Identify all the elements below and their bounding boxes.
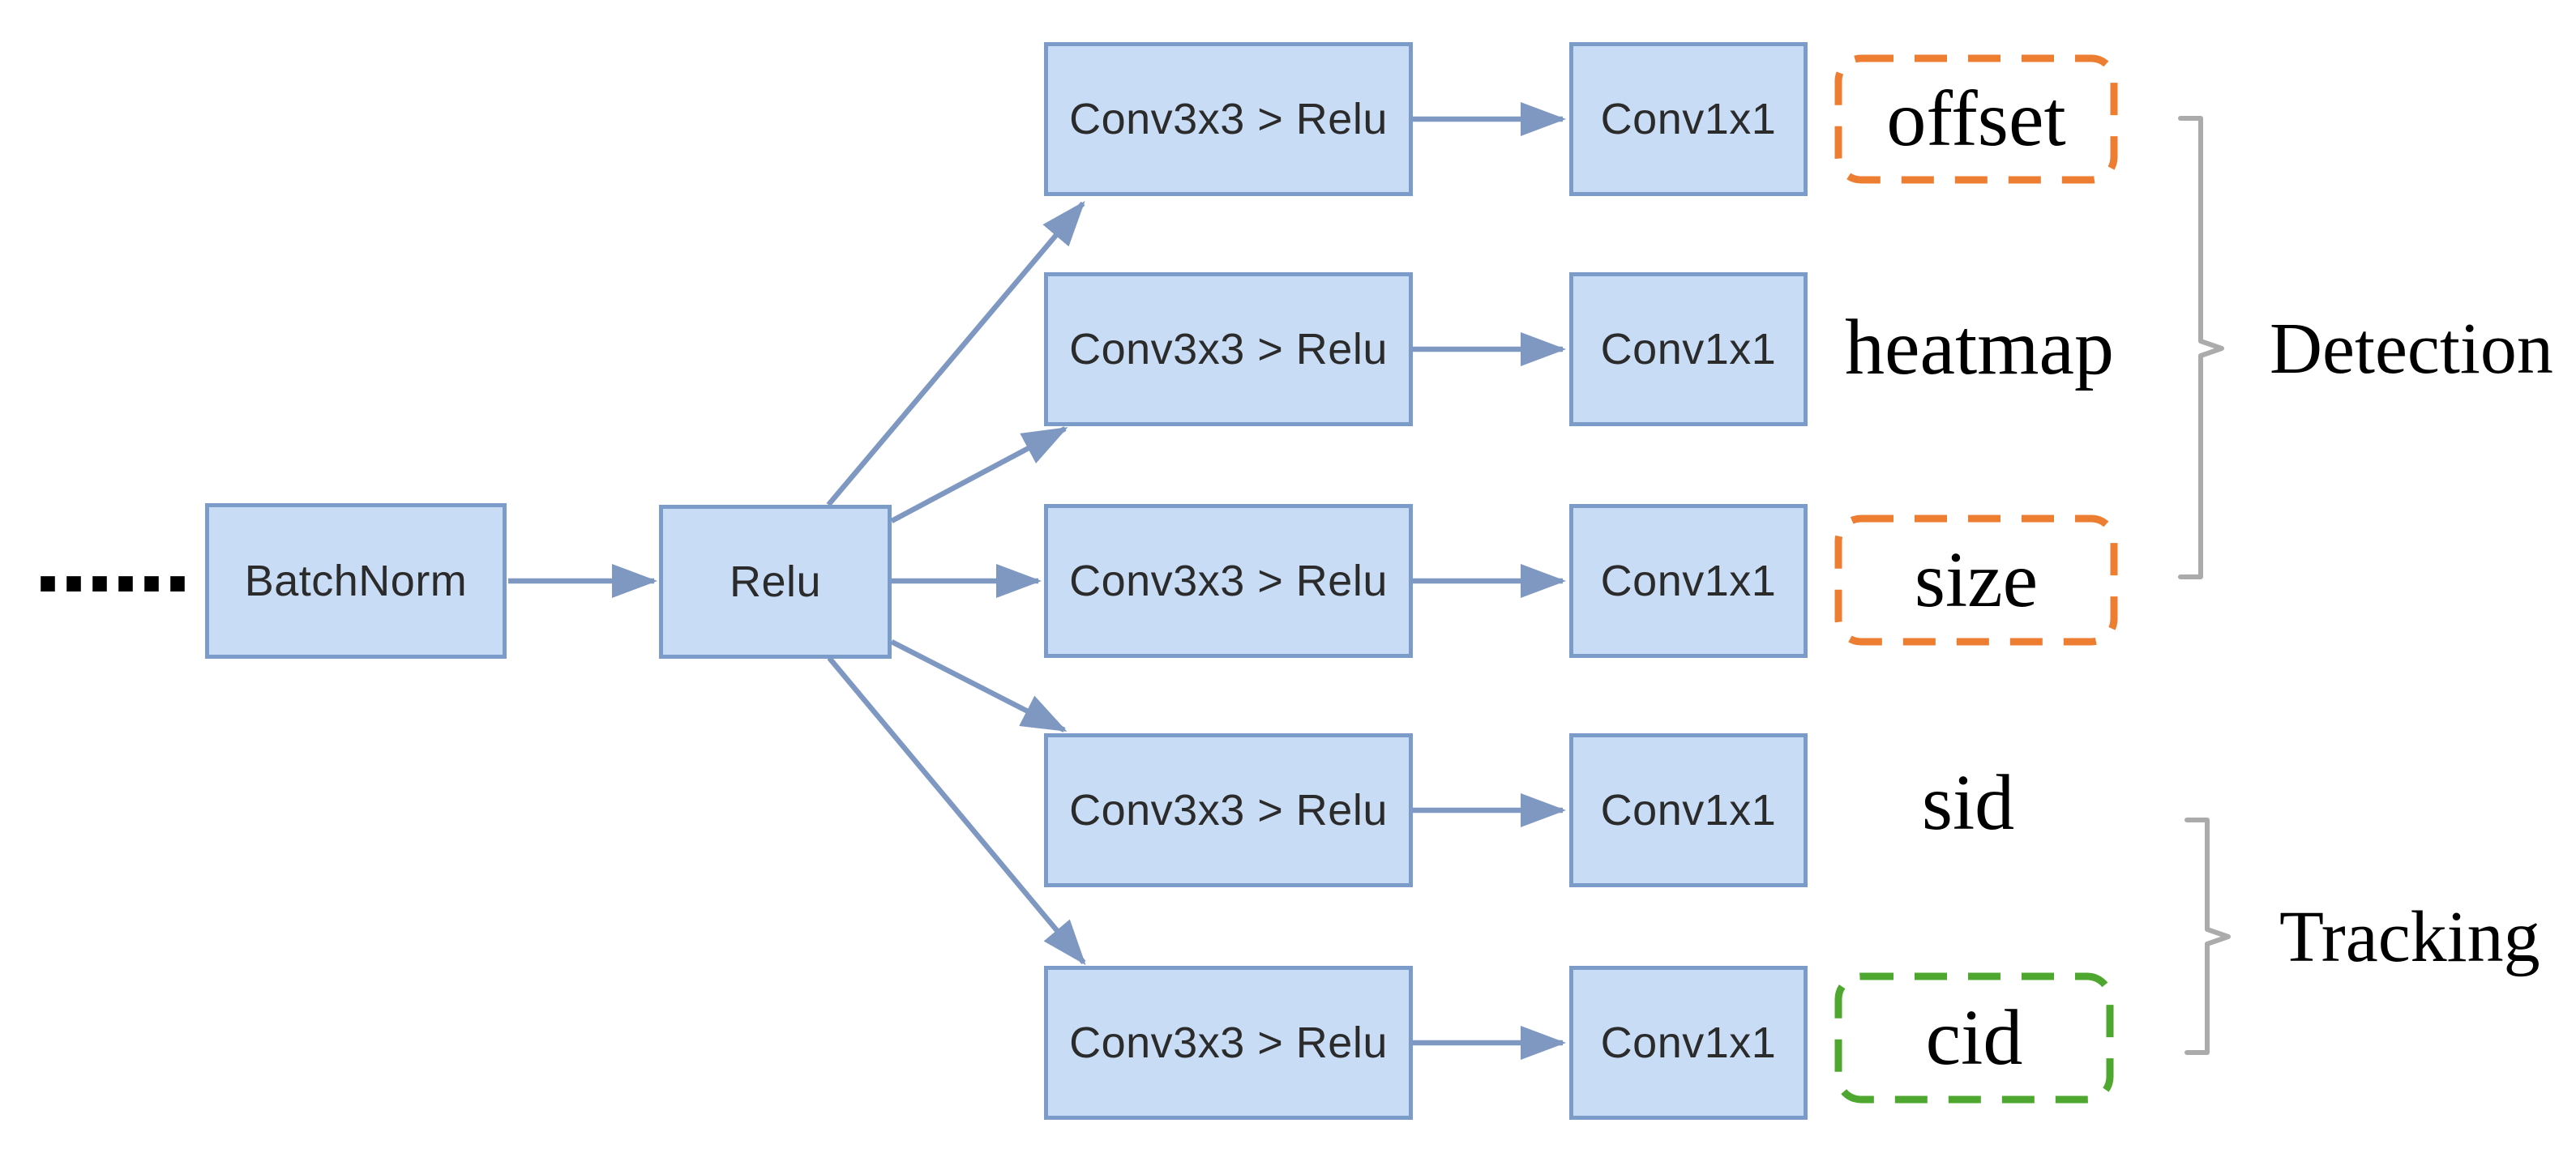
conv3x3-label: Conv3x3 > Relu bbox=[1069, 325, 1388, 374]
output-label-heatmap: heatmap bbox=[1845, 304, 2114, 391]
offset-dashed-outline bbox=[1834, 54, 2118, 184]
conv1x1-node-1: Conv1x1 bbox=[1569, 42, 1808, 196]
detection-bracket bbox=[2178, 116, 2224, 579]
conv3x3-label: Conv3x3 > Relu bbox=[1069, 786, 1388, 835]
output-label-size: size bbox=[1914, 536, 2039, 624]
output-label-cid: cid bbox=[1925, 994, 2023, 1082]
conv1x1-label: Conv1x1 bbox=[1600, 95, 1777, 143]
conv1x1-label: Conv1x1 bbox=[1600, 557, 1777, 605]
arrow-relu-to-branch-2 bbox=[890, 426, 1068, 523]
arrow-relu-to-branch-1 bbox=[826, 200, 1085, 507]
conv1x1-node-4: Conv1x1 bbox=[1569, 733, 1808, 887]
relu-label: Relu bbox=[729, 557, 822, 606]
conv3x3-node-4: Conv3x3 > Relu bbox=[1044, 733, 1413, 887]
arrow-relu-to-branch-4 bbox=[890, 639, 1068, 732]
batchnorm-node: BatchNorm bbox=[205, 503, 507, 659]
output-label-offset: offset bbox=[1886, 75, 2066, 163]
batchnorm-label: BatchNorm bbox=[244, 557, 468, 605]
output-label-sid: sid bbox=[1921, 759, 2015, 847]
size-dashed-outline bbox=[1834, 515, 2118, 646]
conv1x1-label: Conv1x1 bbox=[1600, 1018, 1777, 1067]
tracking-group-label: Tracking bbox=[2279, 897, 2540, 977]
conv3x3-label: Conv3x3 > Relu bbox=[1069, 95, 1388, 143]
conv1x1-label: Conv1x1 bbox=[1600, 786, 1777, 835]
conv3x3-label: Conv3x3 > Relu bbox=[1069, 1018, 1388, 1067]
conv1x1-node-5: Conv1x1 bbox=[1569, 966, 1808, 1120]
relu-node: Relu bbox=[659, 505, 892, 659]
conv3x3-node-2: Conv3x3 > Relu bbox=[1044, 272, 1413, 426]
cid-dashed-outline bbox=[1834, 972, 2114, 1104]
input-ellipsis: ...... bbox=[32, 516, 193, 611]
conv1x1-label: Conv1x1 bbox=[1600, 325, 1777, 374]
conv3x3-label: Conv3x3 > Relu bbox=[1069, 557, 1388, 605]
arrow-relu-to-branch-5 bbox=[827, 656, 1086, 966]
conv3x3-node-5: Conv3x3 > Relu bbox=[1044, 966, 1413, 1120]
conv3x3-node-1: Conv3x3 > Relu bbox=[1044, 42, 1413, 196]
conv1x1-node-2: Conv1x1 bbox=[1569, 272, 1808, 426]
conv1x1-node-3: Conv1x1 bbox=[1569, 504, 1808, 658]
tracking-bracket bbox=[2184, 818, 2231, 1055]
conv3x3-node-3: Conv3x3 > Relu bbox=[1044, 504, 1413, 658]
detection-group-label: Detection bbox=[2270, 309, 2553, 389]
